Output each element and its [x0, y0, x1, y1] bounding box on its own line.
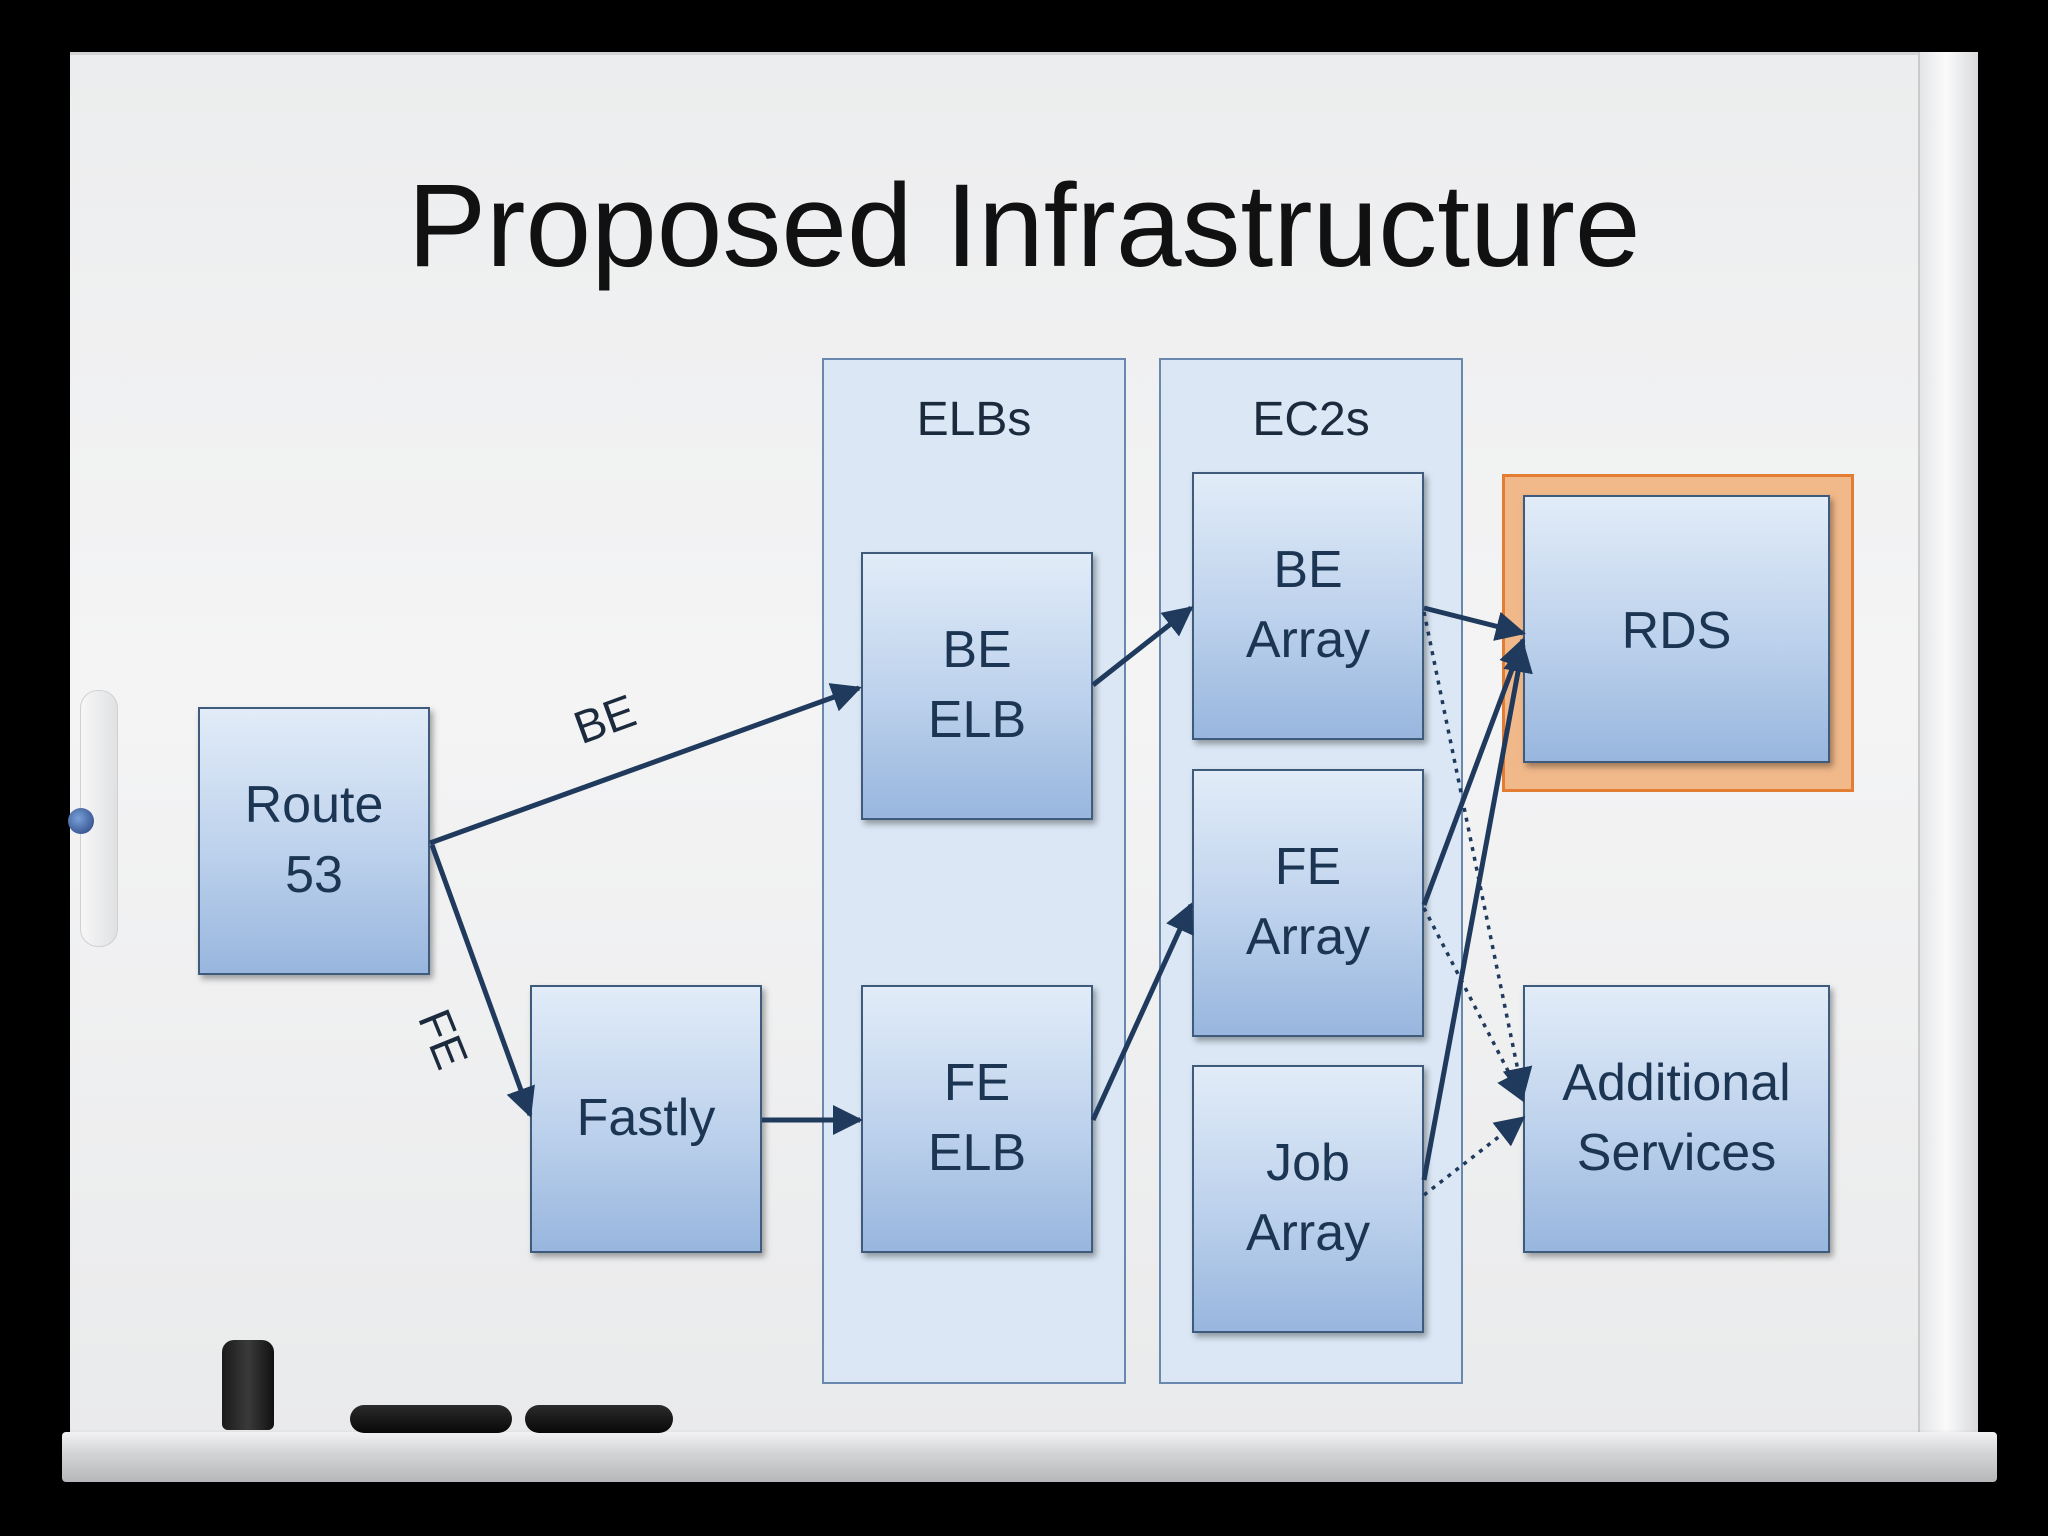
dotted-arrow-be-array-additional	[1422, 611, 1533, 1098]
node-fastly[interactable]: Fastly	[530, 985, 762, 1253]
node-label: Services	[1576, 1124, 1777, 1182]
arrow-fe-array-rds	[1421, 637, 1528, 906]
arrow-be-elb-be-array	[1091, 606, 1194, 687]
marker-tray	[62, 1432, 1997, 1482]
page-title: Proposed Infrastructure	[407, 160, 1641, 292]
arrow-be-array-rds	[1423, 605, 1526, 641]
node-additional-services[interactable]: Additional Services	[1523, 985, 1830, 1253]
node-job-array[interactable]: Job Array	[1192, 1065, 1424, 1333]
dotted-arrow-job-array-additional	[1422, 1116, 1526, 1197]
node-label: Array	[1245, 611, 1371, 669]
node-label: BE	[942, 621, 1012, 680]
node-label: Job	[1266, 1134, 1350, 1193]
arrow-fe-elb-fe-array	[1090, 902, 1194, 1122]
node-label: FE	[1274, 838, 1342, 897]
node-label: ELB	[927, 691, 1027, 749]
node-label: 53	[285, 846, 343, 904]
arrow-job-array-rds	[1421, 642, 1533, 1181]
node-label: RDS	[1621, 602, 1732, 660]
node-label: FE	[943, 1054, 1011, 1113]
node-route53[interactable]: Route 53	[198, 707, 430, 975]
group-label: ELBs	[916, 393, 1032, 446]
group-label: EC2s	[1252, 393, 1370, 446]
node-label: Array	[1245, 908, 1371, 966]
arrow-route53-fastly	[429, 844, 535, 1118]
node-label: Array	[1245, 1204, 1371, 1262]
eraser-icon	[222, 1340, 274, 1430]
node-label: ELB	[927, 1124, 1027, 1182]
node-be-elb[interactable]: BE ELB	[861, 552, 1093, 820]
node-label: Fastly	[576, 1089, 716, 1148]
whiteboard-frame	[1918, 52, 1978, 1452]
node-fe-elb[interactable]: FE ELB	[861, 985, 1093, 1253]
dotted-arrow-fe-array-additional	[1422, 907, 1525, 1103]
holder-button-icon	[68, 808, 94, 834]
node-label: Additional	[1562, 1054, 1791, 1113]
node-label: Route	[244, 776, 384, 835]
node-be-array[interactable]: BE Array	[1192, 472, 1424, 740]
marker-icon	[525, 1405, 673, 1433]
node-rds[interactable]: RDS	[1523, 495, 1830, 763]
arrow-route53-be-elb	[429, 683, 862, 846]
node-label: BE	[1273, 541, 1343, 600]
node-fe-array[interactable]: FE Array	[1192, 769, 1424, 1037]
marker-icon	[350, 1405, 512, 1433]
